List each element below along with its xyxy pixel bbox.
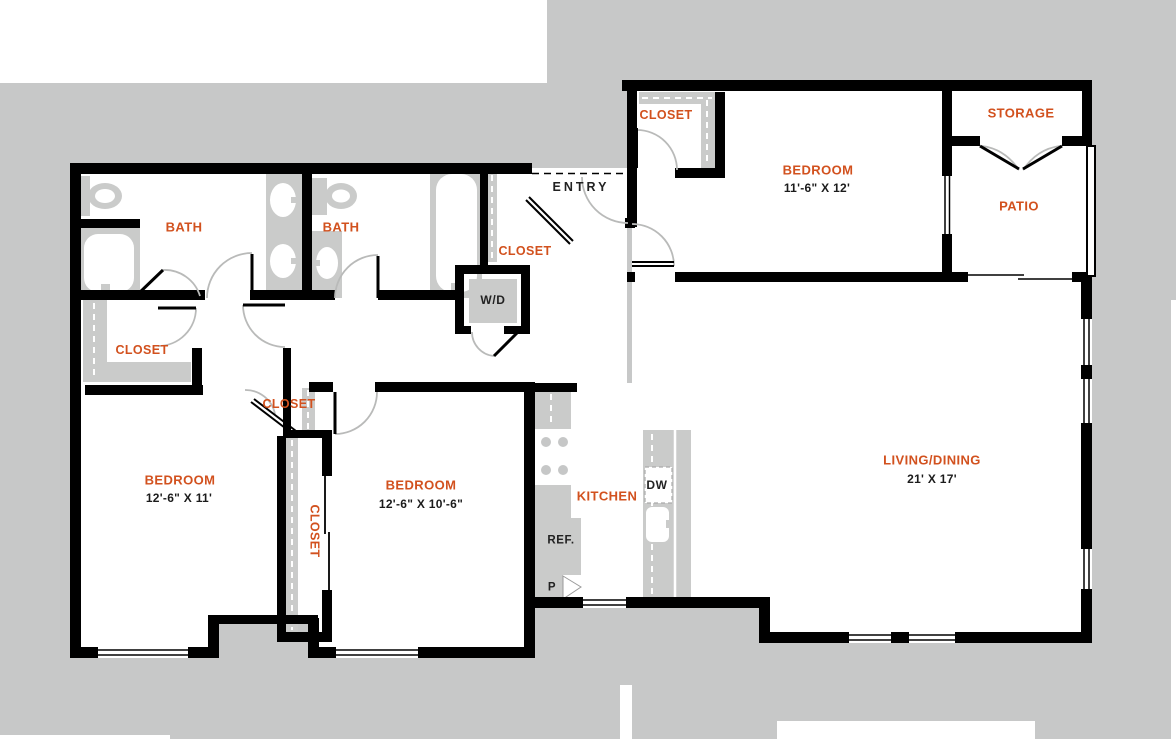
label-patio: PATIO xyxy=(999,198,1039,214)
label-entry: ENTRY xyxy=(552,179,610,194)
label-hall-closet: CLOSET xyxy=(115,342,169,357)
washer-dryer-box xyxy=(469,279,517,323)
windows xyxy=(95,145,1096,658)
kitchen-counters xyxy=(531,392,691,602)
toilet-icon xyxy=(312,178,357,215)
pantry-door-icon xyxy=(562,575,582,600)
sliding-door xyxy=(968,272,1072,282)
label-tall-closet: CLOSET xyxy=(307,504,322,558)
vanity-sink-icon xyxy=(311,231,342,298)
window xyxy=(580,597,629,608)
label-bedroom-left-dims: 12'-6" X 11' xyxy=(145,491,213,505)
label-dishwasher: DW xyxy=(646,478,668,492)
label-living-dining-dims: 21' X 17' xyxy=(907,472,957,486)
bathtub-icon xyxy=(78,228,140,294)
closet-shelves xyxy=(83,92,715,634)
stove-icon xyxy=(534,429,574,485)
patio-screen-wall xyxy=(1086,145,1096,277)
vanity-sink-icon xyxy=(266,170,302,298)
door-arcs xyxy=(157,129,1061,435)
doors xyxy=(135,128,1063,596)
label-bedroom-middle: BEDROOM xyxy=(385,477,457,493)
label-bedroom-middle-dims: 12'-6" X 10'-6" xyxy=(378,497,464,511)
window xyxy=(906,632,958,643)
window xyxy=(1081,546,1092,592)
closet-sliders xyxy=(324,470,330,596)
room-floors xyxy=(75,85,1092,653)
label-entry-closet: CLOSET xyxy=(498,243,552,258)
label-small-closet: CLOSET xyxy=(262,396,316,411)
fridge-box xyxy=(533,518,581,575)
window xyxy=(1081,376,1092,426)
pantry-box xyxy=(533,575,563,600)
window xyxy=(942,173,952,237)
label-bedroom-left: BEDROOM xyxy=(144,472,216,488)
kitchen-sink-icon xyxy=(646,507,673,542)
bifold-doors xyxy=(250,128,674,435)
bath-fixtures xyxy=(76,168,517,323)
label-storage: STORAGE xyxy=(987,105,1055,121)
label-bath-2: BATH xyxy=(322,219,360,235)
label-washer-dryer: W/D xyxy=(480,293,506,307)
shelf-rod-dashes xyxy=(93,97,712,630)
label-bedroom-upper: BEDROOM xyxy=(782,162,854,178)
label-refrigerator: REF. xyxy=(547,534,575,547)
window xyxy=(1081,316,1092,368)
window xyxy=(846,632,894,643)
label-bedroom-upper-dims: 11'-6" X 12' xyxy=(783,181,851,195)
label-living-dining: LIVING/DINING xyxy=(883,452,981,468)
label-bedroom-upper-closet: CLOSET xyxy=(639,107,693,122)
label-bath-1: BATH xyxy=(165,219,203,235)
dishwasher-icon xyxy=(644,466,673,504)
label-pantry: P xyxy=(547,581,557,594)
window xyxy=(95,647,191,658)
door-leaves xyxy=(135,144,1063,434)
window xyxy=(333,647,421,658)
label-kitchen: KITCHEN xyxy=(576,488,638,504)
